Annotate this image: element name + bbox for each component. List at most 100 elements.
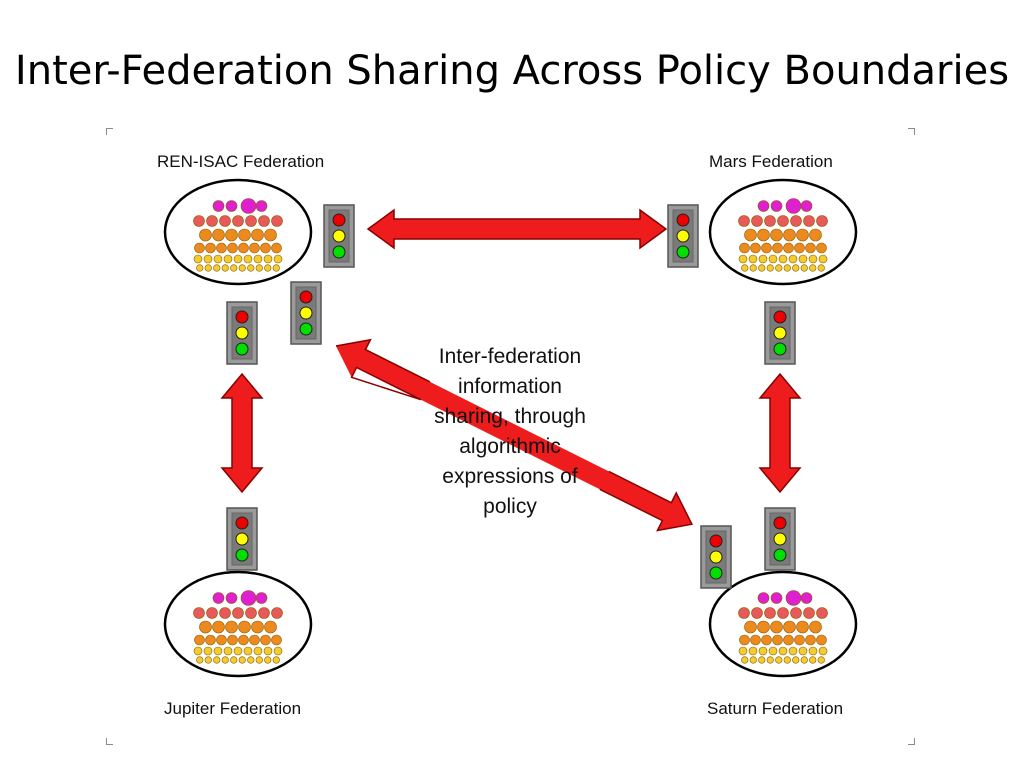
member-dot	[193, 646, 203, 656]
member-dot	[785, 590, 802, 606]
member-dot	[790, 215, 802, 227]
member-dot	[260, 634, 271, 646]
member-dot	[193, 607, 205, 619]
member-dot	[796, 620, 809, 634]
label-saturn-federation: Saturn Federation	[707, 699, 844, 718]
member-dot	[225, 592, 238, 604]
member-dot	[809, 656, 817, 664]
member-dot	[271, 607, 283, 619]
member-dot	[263, 646, 273, 656]
member-dot	[221, 656, 229, 664]
member-dot	[212, 228, 225, 242]
member-dot	[770, 620, 783, 634]
member-dot	[271, 634, 282, 646]
member-dot	[212, 200, 225, 212]
member-dot	[249, 242, 260, 254]
member-dot	[264, 620, 277, 634]
member-dot	[194, 242, 205, 254]
member-dot	[193, 215, 205, 227]
member-dot	[809, 228, 822, 242]
member-dot	[264, 264, 272, 272]
member-dot	[783, 620, 796, 634]
member-dot	[744, 620, 757, 634]
member-dot	[751, 215, 763, 227]
note-line: information	[458, 375, 562, 398]
traffic-light-icon	[667, 204, 699, 268]
member-dot	[227, 242, 238, 254]
arrow-mars-saturn	[758, 372, 802, 494]
member-dot	[199, 620, 212, 634]
member-dot	[263, 254, 273, 264]
member-dot	[798, 254, 808, 264]
slide-title: Inter-Federation Sharing Across Policy B…	[14, 48, 1010, 94]
member-dot	[206, 215, 218, 227]
member-dot	[778, 254, 788, 264]
crop-mark-bottom-right	[908, 738, 915, 745]
member-dot	[230, 264, 238, 272]
member-dot	[772, 242, 783, 254]
member-dot	[238, 228, 251, 242]
traffic-light-icon	[323, 204, 355, 268]
member-dot	[225, 620, 238, 634]
member-dot	[758, 656, 766, 664]
member-dot	[258, 215, 270, 227]
member-dot	[243, 646, 253, 656]
member-dot	[255, 200, 268, 212]
note-line: policy	[483, 495, 537, 518]
member-dot	[805, 634, 816, 646]
label-jupiter-federation: Jupiter Federation	[164, 699, 302, 718]
member-dot	[741, 264, 749, 272]
member-dot	[216, 634, 227, 646]
member-dot	[204, 264, 212, 272]
member-dot	[796, 228, 809, 242]
member-dot	[213, 656, 221, 664]
member-dot	[216, 242, 227, 254]
arrow-ren-isac-saturn	[335, 338, 693, 532]
federation-jupiter	[163, 570, 313, 678]
member-dot	[223, 646, 233, 656]
crop-mark-bottom-left	[106, 738, 113, 745]
member-dot	[271, 242, 282, 254]
member-dot	[260, 242, 271, 254]
member-dot	[764, 215, 776, 227]
member-dot	[800, 200, 813, 212]
member-dot	[818, 254, 828, 264]
member-dot	[227, 634, 238, 646]
member-dot	[230, 656, 238, 664]
federation-mars	[708, 178, 858, 286]
member-dot	[757, 228, 770, 242]
member-dot	[783, 242, 794, 254]
member-dot	[238, 656, 246, 664]
member-dot	[758, 254, 768, 264]
member-dot	[805, 242, 816, 254]
member-dot	[240, 590, 257, 606]
member-dot	[212, 592, 225, 604]
member-dot	[783, 264, 791, 272]
member-dot	[778, 646, 788, 656]
traffic-light-icon	[226, 301, 258, 365]
traffic-light-icon	[700, 525, 732, 589]
member-dot	[808, 646, 818, 656]
member-dot	[758, 646, 768, 656]
member-dot	[738, 254, 748, 264]
member-dot	[233, 646, 243, 656]
member-dot	[766, 656, 774, 664]
member-dot	[233, 254, 243, 264]
traffic-light-icon	[764, 507, 796, 571]
member-dot	[749, 656, 757, 664]
member-dot	[750, 242, 761, 254]
member-dot	[213, 646, 223, 656]
member-dot	[757, 200, 770, 212]
member-dot	[818, 646, 828, 656]
crop-mark-top-left	[106, 128, 113, 135]
member-dot	[792, 656, 800, 664]
member-dot	[225, 228, 238, 242]
member-dot	[221, 264, 229, 272]
member-dot	[199, 228, 212, 242]
member-dot	[798, 646, 808, 656]
member-dot	[777, 215, 789, 227]
federation-saturn	[708, 570, 858, 678]
member-dot	[764, 607, 776, 619]
member-dot	[790, 607, 802, 619]
